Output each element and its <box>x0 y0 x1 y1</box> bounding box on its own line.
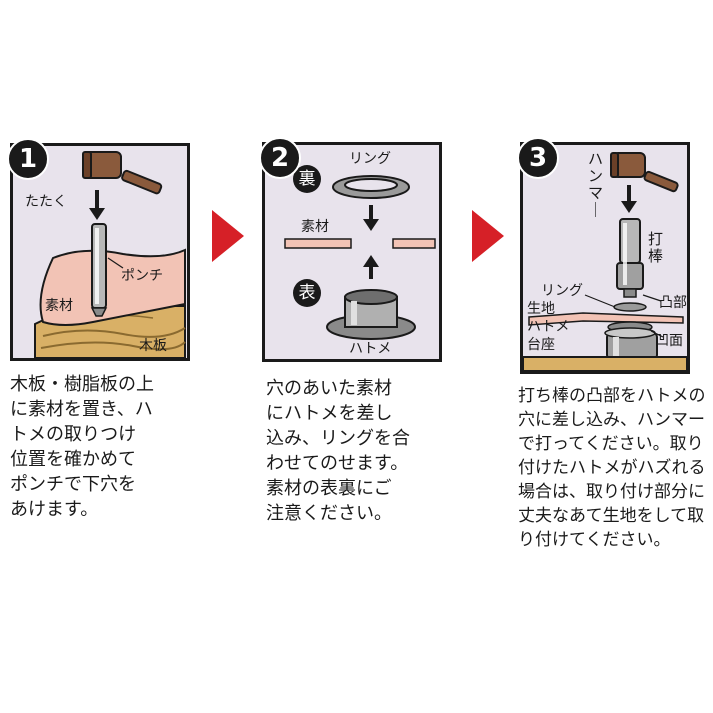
step-3-number-badge: 3 <box>517 137 559 179</box>
eyelet-label: ハトメ <box>527 319 570 335</box>
punch-rod-label: 打棒 <box>647 230 663 265</box>
material-label: 素材 <box>301 219 329 235</box>
step-1-panel: 1 たたく ポンチ 素材 木板 <box>7 138 190 361</box>
next-step-arrow-2 <box>472 210 504 262</box>
back-side-badge: 裏 <box>293 165 321 193</box>
concave-label: 凹面 <box>655 333 683 349</box>
front-side-badge: 表 <box>293 279 321 307</box>
ring-label: リング <box>541 283 583 299</box>
eyelet-label: ハトメ <box>349 341 392 357</box>
step-1-illustration <box>34 151 186 358</box>
step-1-number-badge: 1 <box>7 138 49 180</box>
step-3-illustration <box>523 152 687 371</box>
step-3-description: 打ち棒の凸部をハトメの 穴に差し込み、ハンマー で打ってください。取り 付けたハ… <box>518 386 706 550</box>
hammer-label: ハンマ｜ <box>587 150 603 219</box>
punch-label: ポンチ <box>121 268 163 284</box>
step-1-description: 木板・樹脂板の上 に素材を置き、ハ トメの取りつけ 位置を確かめて ポンチで下穴… <box>10 374 154 520</box>
board-label: 木板 <box>139 338 167 354</box>
fabric-label: 生地 <box>527 301 555 317</box>
ring-label: リング <box>349 151 391 167</box>
step-3-panel: 3 ハンマ｜ 打棒 リング 凸部 生地 ハトメ 凹面 台座 <box>517 137 690 374</box>
tataku-label: たたく <box>25 194 67 210</box>
next-step-arrow-1 <box>212 210 244 262</box>
step-2-illustration <box>284 175 436 340</box>
material-label: 素材 <box>45 298 73 314</box>
convex-label: 凸部 <box>659 295 687 311</box>
step-2-description: 穴のあいた素材 にハトメを差し 込み、リングを合 わせてのせます。 素材の表裏に… <box>266 378 410 524</box>
step-2-number-badge: 2 <box>259 137 301 179</box>
base-label: 台座 <box>527 337 555 353</box>
step-2-panel: 裏 表 2 リング 素材 ハトメ <box>259 137 442 362</box>
